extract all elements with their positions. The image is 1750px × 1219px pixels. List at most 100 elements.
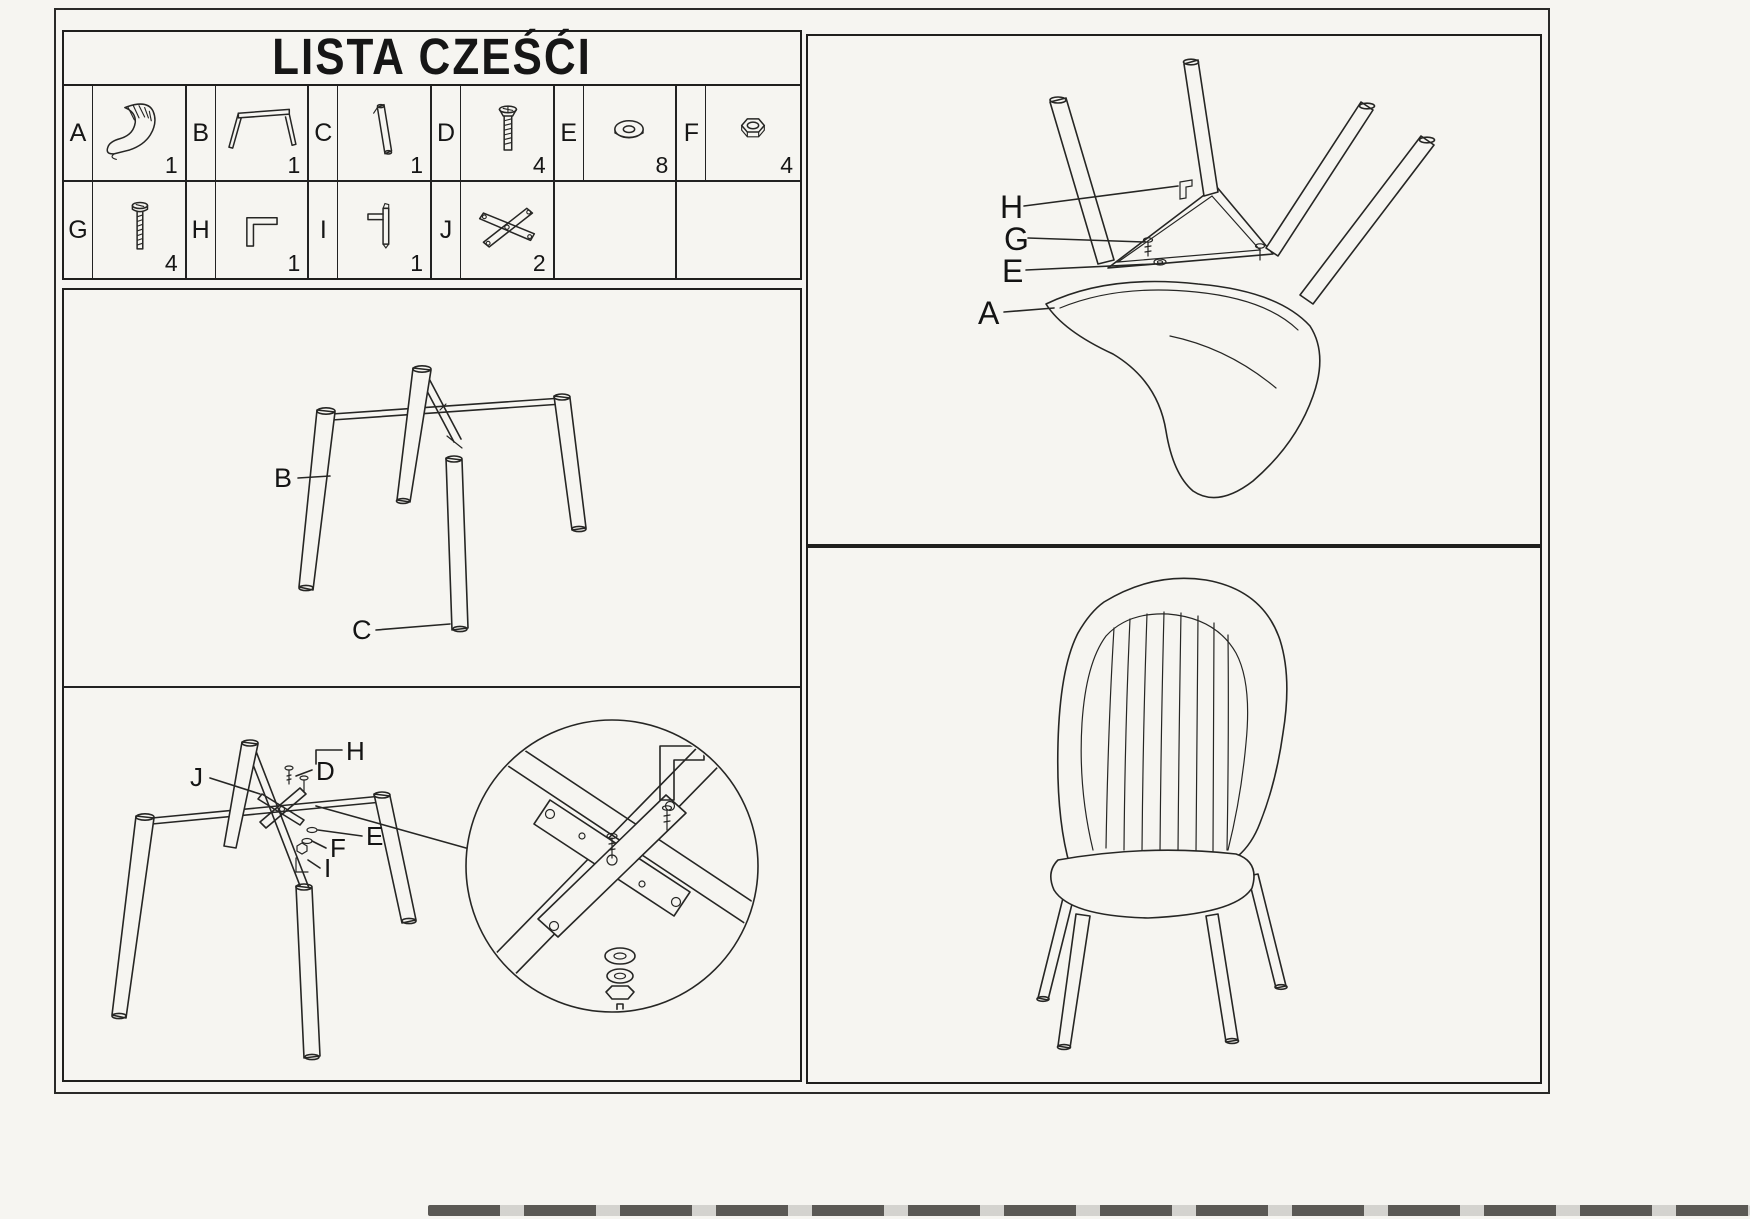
part-a-chair-shell-icon [106,103,156,160]
part-letter-f: F [677,86,707,180]
part-letter-i: I [309,182,339,278]
flipped-legs [1049,58,1436,305]
leader-line-d [295,769,313,777]
part-cell-d: D 4 [431,86,555,182]
part-qty-j: 2 [532,250,546,276]
flipped-seat-shell [1045,280,1321,499]
part-cell-h: H 1 [187,182,310,278]
flipped-chair-panel: H G E A [806,34,1542,546]
label-h: H [1000,189,1023,225]
label-j: J [190,762,203,792]
part-body-d: 4 [461,86,553,180]
part-qty-b: 1 [287,152,301,178]
part-letter-d: D [432,86,461,180]
leader-line-c [375,623,451,631]
flipped-fasteners [1142,179,1266,266]
part-j-cross-bracket-icon [478,207,535,248]
frame-rails [331,370,563,449]
part-letter-b: B [187,86,216,180]
label-b: B [274,463,292,493]
chair-seat [1050,849,1255,919]
zoom-detail-circle [465,719,759,1013]
assembled-chair-diagram [1036,577,1288,1051]
chair-front-legs [1056,913,1240,1051]
label-g: G [1004,221,1029,257]
part-f-nut-icon [741,118,766,138]
parts-list-title: LISTA CZEŚĆI [272,29,592,86]
leader-line-f [311,840,327,849]
flipped-chair-diagram: H G E A [978,58,1436,499]
assembly-steps-panel: B C [62,288,802,1082]
part-qty-i: 1 [410,250,423,276]
part-cell-empty-2 [677,182,800,278]
label-e: E [1002,253,1023,289]
part-cell-f: F 4 [677,86,800,182]
chair-back-legs [1036,873,1288,1003]
part-b-frame-icon [228,108,298,149]
part-qty-g: 4 [164,250,178,276]
part-e-washer-icon [614,119,645,139]
part-body-c: 1 [338,86,430,180]
scan-artifact-strip [428,1205,1750,1216]
part-cell-a: A 1 [64,86,187,182]
detached-leg-c [445,455,469,633]
part-cell-c: C 1 [309,86,432,182]
part-cell-g: G 4 [64,182,187,278]
frame-legs [298,365,587,592]
step1-frame-diagram: B C [274,365,587,645]
part-body-e: 8 [584,86,676,180]
part-i-wrench-tool-icon [367,202,390,249]
part-body-a: 1 [93,86,185,180]
label-a: A [978,295,1000,331]
part-body-g: 4 [93,182,185,278]
part-letter-c: C [309,86,339,180]
flipped-frame [1107,185,1274,269]
leader-line-h2 [315,749,343,765]
part-cell-b: B 1 [186,86,310,182]
label-d: D [316,756,335,786]
part-qty-f: 4 [780,152,793,178]
part-letter-g: G [64,182,93,278]
part-letter-e: E [555,86,584,180]
part-body-b: 1 [216,86,308,180]
part-cell-e: E 8 [554,86,678,182]
part-letter-a: A [64,86,93,180]
leader-line-i [307,859,321,869]
part-letter-h: H [187,182,216,278]
label-f: F [330,833,346,863]
label-c: C [352,615,372,645]
part-body-f: 4 [706,86,800,180]
part-g-screw-icon [131,201,149,250]
part-cell-j: J 2 [432,182,555,278]
part-qty-e: 8 [655,152,669,178]
parts-list-title-box: LISTA CZEŚĆI [62,29,802,86]
step2-bracket-diagram: J H D E F I [111,719,759,1061]
part-letter-j: J [432,182,461,278]
label-h2: H [346,736,365,766]
leader-line-h [1023,185,1179,207]
leader-line-b [297,475,331,479]
assembled-chair-panel [806,546,1542,1084]
chair-backrest [1056,577,1288,867]
leader-line-e2 [317,829,363,837]
part-c-leg-icon [373,103,393,155]
part-qty-h: 1 [287,250,301,276]
parts-table: A 1 B 1 C [62,84,802,280]
part-body-h: 1 [216,182,308,278]
subassembly-legs [111,739,417,1061]
part-body-i: 1 [338,182,430,278]
part-qty-c: 1 [410,152,423,178]
label-i: I [324,853,331,883]
leader-line-e [1025,263,1155,271]
part-body-j: 2 [461,182,553,278]
leader-line-j [209,777,261,795]
zoom-leader-line [315,805,467,849]
leader-line-g [1027,237,1145,243]
subassembly-rails [151,745,383,892]
part-h-allen-key-icon [246,216,279,247]
part-cell-empty-1 [555,182,678,278]
part-d-bolt-icon [498,105,517,151]
part-qty-a: 1 [164,152,178,178]
label-e2: E [366,821,383,851]
